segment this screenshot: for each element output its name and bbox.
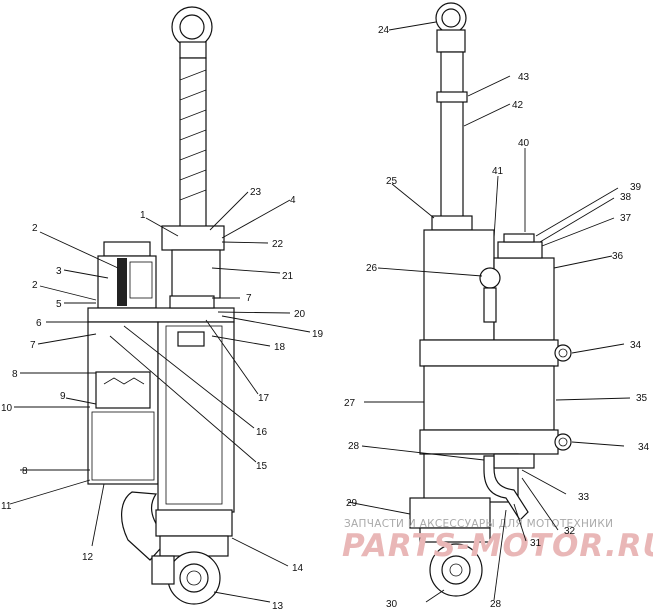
callout-34b: 34 xyxy=(638,442,650,453)
callout-3: 3 xyxy=(56,266,62,277)
callout-22: 22 xyxy=(272,239,284,250)
callouts-right: 24 25 26 27 28 28 29 30 31 32 33 34 34 3… xyxy=(344,25,650,610)
left-shock-assembly xyxy=(87,6,235,605)
callout-9: 9 xyxy=(60,391,66,402)
callouts-left: 1 2 2 3 4 5 6 7 7 8 8 9 10 11 12 13 14 1… xyxy=(1,187,324,611)
callout-18: 18 xyxy=(274,342,286,353)
callout-32: 32 xyxy=(564,526,576,537)
callout-8: 8 xyxy=(12,369,18,380)
callout-11: 11 xyxy=(1,501,12,512)
callout-40: 40 xyxy=(518,138,530,149)
callout-37: 37 xyxy=(620,213,632,224)
callout-31: 31 xyxy=(530,538,542,549)
callout-21: 21 xyxy=(282,271,294,282)
watermark: ЗАПЧАСТИ И АКСЕССУАРЫ ДЛЯ МОТОТЕХНИКИ PA… xyxy=(342,518,653,564)
callout-8b: 8 xyxy=(22,466,28,477)
callout-43: 43 xyxy=(518,72,530,83)
callout-41: 41 xyxy=(492,166,504,177)
callout-19: 19 xyxy=(312,329,324,340)
callout-7: 7 xyxy=(30,340,36,351)
callout-15: 15 xyxy=(256,461,268,472)
callout-27: 27 xyxy=(344,398,356,409)
callout-33: 33 xyxy=(578,492,590,503)
callout-36: 36 xyxy=(612,251,624,262)
callout-28b: 28 xyxy=(490,599,502,610)
callout-28: 28 xyxy=(348,441,360,452)
callout-4: 4 xyxy=(290,195,296,206)
callout-23: 23 xyxy=(250,187,262,198)
callout-42: 42 xyxy=(512,100,524,111)
callout-12: 12 xyxy=(82,552,94,563)
callout-24: 24 xyxy=(378,25,390,36)
callout-29: 29 xyxy=(346,498,358,509)
callout-25: 25 xyxy=(386,176,398,187)
watermark-tagline: ЗАПЧАСТИ И АКСЕССУАРЫ ДЛЯ МОТОТЕХНИКИ xyxy=(344,518,613,530)
watermark-site: PARTS-MOTOR.RU xyxy=(342,528,653,564)
callout-14: 14 xyxy=(292,563,304,574)
callout-35: 35 xyxy=(636,393,648,404)
right-shock-assembly xyxy=(409,2,572,597)
callout-20: 20 xyxy=(294,309,306,320)
callout-5: 5 xyxy=(56,299,62,310)
callout-16: 16 xyxy=(256,427,268,438)
callout-6: 6 xyxy=(36,318,42,329)
callout-2b: 2 xyxy=(32,280,38,291)
callout-7b: 7 xyxy=(246,293,252,304)
callout-39: 39 xyxy=(630,182,642,193)
callout-30: 30 xyxy=(386,599,398,610)
callout-34: 34 xyxy=(630,340,642,351)
callout-13: 13 xyxy=(272,601,284,611)
callout-2: 2 xyxy=(32,223,38,234)
callout-38: 38 xyxy=(620,192,632,203)
callout-1: 1 xyxy=(140,210,146,221)
callout-10: 10 xyxy=(1,403,13,414)
leader-lines xyxy=(9,21,631,603)
callout-17: 17 xyxy=(258,393,270,404)
callout-26: 26 xyxy=(366,263,378,274)
